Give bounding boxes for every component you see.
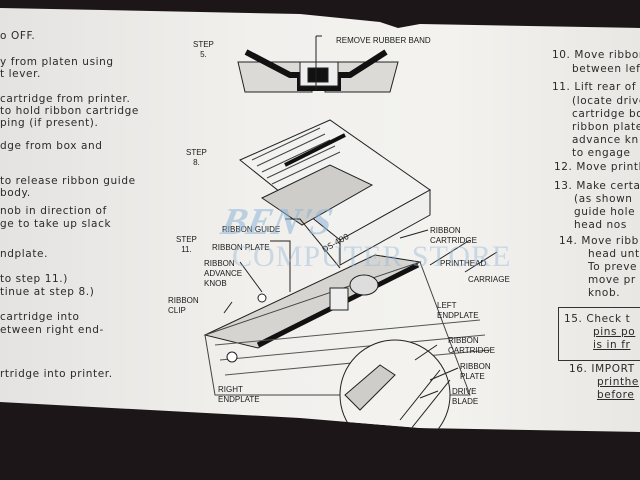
instruction-line: (locate drive [572,95,640,107]
label-line: CARTRIDGE [448,346,495,355]
printhead-label: PRINTHEAD [440,259,487,268]
label-line: RIGHT [218,385,243,394]
label-line: RIBBON [204,259,235,268]
instruction-line: head unt [588,248,640,260]
instruction-line: to release ribbon guide [0,175,136,187]
instruction-line: 12. Move printh [554,161,640,173]
instruction-line: To preve [588,261,638,273]
label-line: RIBBON [168,296,199,305]
instruction-line: pins po [593,326,636,338]
cartridge-step5-left [237,61,313,93]
instruction-line: tinue at step 8.) [0,286,95,298]
instruction-line: 14. Move ribb [559,235,639,247]
label-line: RIBBON [448,336,479,345]
instruction-line: t lever. [0,68,41,80]
carriage-label: CARRIAGE [468,275,510,284]
step-word: STEP [186,148,207,157]
instruction-line: nob in direction of [0,205,107,217]
instruction-line: before [597,389,635,401]
label-line: LEFT [437,301,457,310]
instruction-line: to step 11.) [0,273,68,285]
instruction-line: cartridge bo [572,108,640,120]
label-line: KNOB [204,279,227,288]
ribbon-guide-label: RIBBON GUIDE [222,225,281,234]
label-line: PLATE [460,372,485,381]
step-word: STEP [176,235,197,244]
label-line: RIBBON [460,362,491,371]
instruction-line: guide hole [574,206,636,218]
step-number: 5. [200,50,207,59]
label-line: ADVANCE [204,269,243,278]
instruction-line: body. [0,187,31,199]
instruction-line: to hold ribbon cartridge [0,105,139,117]
step-number: 11. [181,245,192,254]
instruction-line: cartridge into [0,311,80,323]
label-line: DRIVE [452,387,477,396]
instruction-line: 16. IMPORT [569,363,635,375]
instruction-line: dge from box and [0,140,103,152]
instruction-line: etween right end- [0,324,104,336]
instruction-line: 11. Lift rear of [552,81,637,93]
label-line: BLADE [452,397,479,406]
instruction-line: y from platen using [0,56,114,68]
instruction-line: knob. [588,287,621,299]
instruction-line: ge to take up slack [0,218,112,230]
instruction-line: cartridge from printer. [0,93,131,105]
ribbon-plate-label: RIBBON PLATE [212,243,270,252]
label-line: ENDPLATE [218,395,260,404]
instruction-line: printhe [597,376,639,388]
instruction-line: (as shown [574,193,633,205]
instruction-line: ping (if present). [0,117,99,129]
step-number: 8. [193,158,200,167]
instruction-line: between left [572,63,640,75]
instruction-line: head nos [574,219,627,231]
label-line: RIBBON [430,226,461,235]
instruction-line: ribbon plate [572,121,640,133]
instruction-line: advance kn [572,134,639,146]
instruction-line: 15. Check t [564,313,631,325]
step-word: STEP [193,40,214,49]
instruction-line: move pr [588,274,636,286]
remove-rubber-band-label: REMOVE RUBBER BAND [336,36,431,45]
label-line: CARTRIDGE [430,236,477,245]
instruction-line: o OFF. [0,30,36,42]
watermark-logo-subtext: COMPUTER STORE [232,240,512,273]
instruction-line: 13. Make certa [554,180,640,192]
label-line: CLIP [168,306,186,315]
instruction-line: to engage [572,147,631,159]
instruction-line: rtridge into printer. [0,368,113,380]
instruction-line: is in fr [593,339,631,351]
label-line: ENDPLATE [437,311,479,320]
instruction-line: ndplate. [0,248,49,260]
watermark-logo-text: BEN'S [217,201,337,243]
step-15-box [558,307,640,361]
instruction-line: 10. Move ribbon [552,49,640,61]
